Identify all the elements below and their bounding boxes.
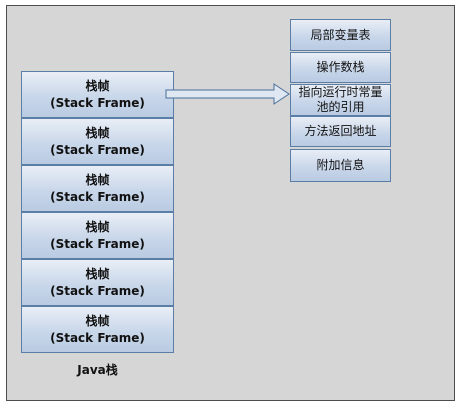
stack-frame-subtitle: (Stack Frame) [50, 283, 145, 298]
detail-constant-pool-ref: 指向运行时常量池的引用 [290, 84, 391, 116]
stack-frame-title: 栈帧 [85, 125, 110, 140]
stack-frame-2: 栈帧 (Stack Frame) [21, 118, 174, 165]
java-stack: 栈帧 (Stack Frame) 栈帧 (Stack Frame) 栈帧 (St… [21, 71, 174, 353]
stack-frame-title: 栈帧 [85, 172, 110, 187]
stack-frame-subtitle: (Stack Frame) [50, 330, 145, 345]
stack-frame-title: 栈帧 [85, 219, 110, 234]
stack-frame-subtitle: (Stack Frame) [50, 142, 145, 157]
stack-frame-subtitle: (Stack Frame) [50, 95, 145, 110]
stack-frame-1: 栈帧 (Stack Frame) [21, 71, 174, 118]
detail-operand-stack: 操作数栈 [290, 52, 391, 83]
arrow-shape [165, 83, 290, 105]
stack-frame-subtitle: (Stack Frame) [50, 189, 145, 204]
detail-local-variables: 局部变量表 [290, 19, 391, 51]
stack-frame-5: 栈帧 (Stack Frame) [21, 259, 174, 306]
stack-frame-title: 栈帧 [85, 266, 110, 281]
stack-frame-subtitle: (Stack Frame) [50, 236, 145, 251]
stack-frame-6: 栈帧 (Stack Frame) [21, 306, 174, 353]
detail-additional-info: 附加信息 [290, 149, 391, 182]
stack-frame-4: 栈帧 (Stack Frame) [21, 212, 174, 259]
stack-frame-3: 栈帧 (Stack Frame) [21, 165, 174, 212]
java-stack-label: Java栈 [77, 363, 118, 377]
detail-return-address: 方法返回地址 [290, 116, 391, 147]
stack-frame-title: 栈帧 [85, 313, 110, 328]
stack-frame-title: 栈帧 [85, 78, 110, 93]
